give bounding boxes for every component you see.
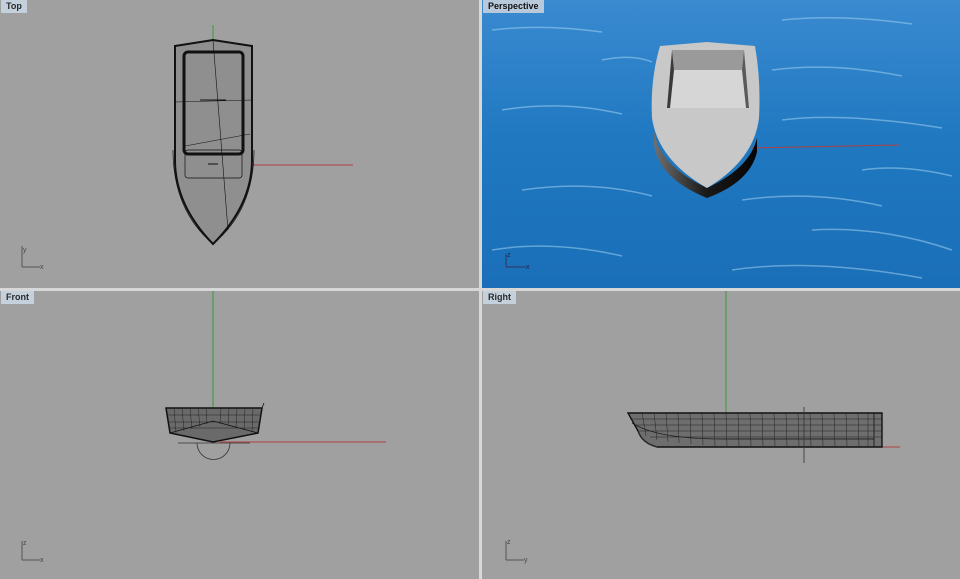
axis-label-z: z — [507, 252, 511, 259]
viewport-title-front[interactable]: Front — [1, 291, 34, 304]
boat-3d-render — [651, 42, 760, 198]
viewport-title-top[interactable]: Top — [1, 0, 27, 13]
viewport-title-right[interactable]: Right — [483, 291, 516, 304]
right-view-canvas — [626, 291, 900, 463]
axis-label-z: z — [23, 540, 27, 547]
viewport-right[interactable]: Right — [482, 291, 960, 579]
front-view-canvas — [165, 291, 386, 460]
axis-label-y: y — [524, 557, 528, 564]
viewport-top[interactable]: Top y x — [0, 0, 479, 288]
water-waves — [491, 17, 953, 279]
top-view-canvas — [172, 25, 353, 246]
axis-label-x: x — [40, 264, 44, 271]
boat-front-wireframe — [165, 402, 265, 460]
boat-right-wireframe — [626, 407, 883, 463]
viewport-perspective[interactable]: Perspective — [482, 0, 960, 288]
axis-gizmo-right: z y — [505, 539, 528, 564]
boat-top-wireframe — [172, 38, 255, 246]
axis-gizmo-perspective: z x — [505, 252, 530, 271]
perspective-view-canvas — [482, 0, 960, 288]
axis-label-x: x — [526, 264, 530, 271]
axis-label-y: y — [23, 247, 27, 254]
axis-label-x: x — [40, 557, 44, 564]
axis-gizmo-front: z x — [21, 540, 44, 564]
axis-gizmo-top: y x — [21, 246, 44, 271]
viewport-front[interactable]: Front z x — [0, 291, 479, 579]
viewport-title-perspective[interactable]: Perspective — [483, 0, 544, 13]
axis-label-z: z — [507, 539, 511, 546]
